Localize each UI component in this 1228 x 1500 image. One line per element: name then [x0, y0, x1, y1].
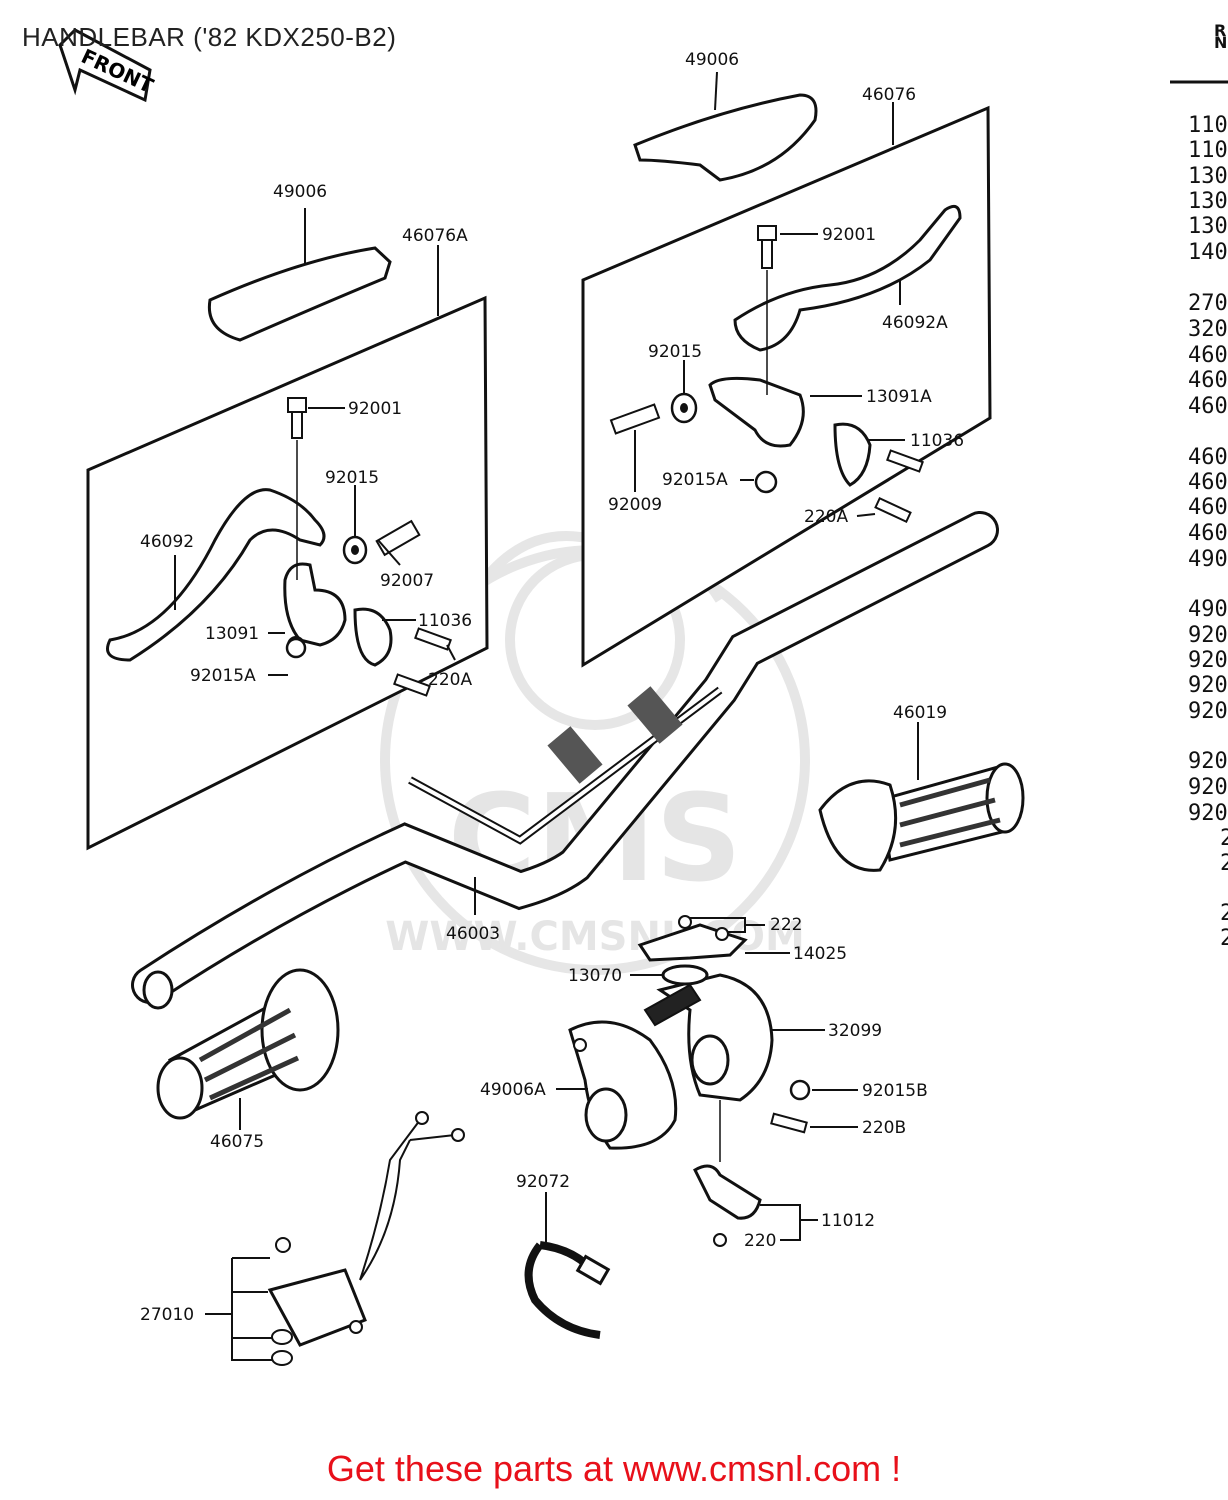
throttle-cover-49006A [556, 1020, 678, 1150]
label-92015A-right: 92015A [662, 470, 728, 490]
label-92001-left: 92001 [348, 399, 402, 419]
label-11036-right: 11036 [910, 431, 964, 451]
handlebar-46003 [131, 511, 999, 1010]
hand-guard-49006-left [207, 208, 392, 342]
label-222: 222 [770, 915, 802, 935]
label-11036-left: 11036 [418, 611, 472, 631]
label-49006-right: 49006 [685, 50, 739, 70]
label-92001-right: 92001 [822, 225, 876, 245]
ref-number-column: 1101101301301301402703204604604604604604… [1188, 113, 1228, 951]
label-220: 220 [744, 1231, 776, 1251]
label-46092A: 46092A [882, 313, 948, 333]
ref-number: 920 [1188, 801, 1228, 826]
ref-number: 490 [1188, 597, 1228, 622]
adjuster-92009 [609, 403, 661, 492]
nut-92015A-right [754, 470, 778, 494]
label-32099: 32099 [828, 1021, 882, 1041]
ref-number: 270 [1188, 291, 1228, 316]
label-92009: 92009 [608, 495, 662, 515]
label-46003: 46003 [446, 924, 500, 944]
label-220B: 220B [862, 1118, 906, 1138]
ref-number: 320 [1188, 317, 1228, 342]
screw-222 [678, 915, 765, 941]
label-92015A-left: 92015A [190, 666, 256, 686]
label-220A-right: 220A [804, 507, 848, 527]
label-13091: 13091 [205, 624, 259, 644]
ref-number: 460 [1188, 394, 1228, 419]
ref-header-r: R [1214, 21, 1226, 40]
ref-number: 460 [1188, 521, 1228, 546]
label-92007: 92007 [380, 571, 434, 591]
nut-92015B [789, 1079, 858, 1101]
ref-number: 920 [1188, 623, 1228, 648]
label-49006-left: 49006 [273, 182, 327, 202]
ref-number: 920 [1188, 775, 1228, 800]
locknut-92015-left [342, 485, 368, 565]
ref-number: 2 [1220, 901, 1228, 926]
bolt-92001-right [757, 225, 777, 395]
label-13091A: 13091A [866, 387, 932, 407]
ref-number: 490 [1188, 547, 1228, 572]
label-46092: 46092 [140, 532, 194, 552]
label-46075: 46075 [210, 1132, 264, 1152]
ref-number: 460 [1188, 470, 1228, 495]
ref-number: 130 [1188, 189, 1228, 214]
screw-220B [770, 1112, 858, 1134]
label-27010: 27010 [140, 1305, 194, 1325]
washer-13070 [630, 964, 709, 986]
label-92072: 92072 [516, 1172, 570, 1192]
grip-46019 [818, 722, 1025, 872]
ref-number: 2 [1220, 826, 1228, 851]
strap-92072 [524, 1192, 611, 1339]
ref-number: 460 [1188, 368, 1228, 393]
screw-220A-left [393, 627, 452, 697]
label-220A-left: 220A [428, 670, 472, 690]
footer-cta-link[interactable]: Get these parts at www.cmsnl.com ! [326, 1448, 902, 1489]
label-92015-left: 92015 [325, 468, 379, 488]
kill-switch-27010 [205, 1111, 465, 1366]
grip-46075 [156, 968, 340, 1130]
label-49006A: 49006A [480, 1080, 546, 1100]
screw-220A-right [874, 449, 924, 524]
ref-number: 130 [1188, 214, 1228, 239]
ref-number: 140 [1188, 240, 1228, 265]
right-lever-panel [581, 102, 992, 668]
ref-number: 110 [1188, 113, 1228, 138]
label-92015-right: 92015 [648, 342, 702, 362]
ref-number: 130 [1188, 164, 1228, 189]
label-46019: 46019 [893, 703, 947, 723]
ref-number: 460 [1188, 495, 1228, 520]
label-13070: 13070 [568, 966, 622, 986]
label-46076A: 46076A [402, 226, 468, 246]
ref-number: 460 [1188, 343, 1228, 368]
ref-number: 920 [1188, 749, 1228, 774]
nut-92015A-left [285, 637, 307, 659]
ref-number: 110 [1188, 138, 1228, 163]
part-labels: 49006 46076 49006 46076A 92001 46092A 92… [140, 50, 964, 1325]
ref-number: 920 [1188, 699, 1228, 724]
leader-lines [268, 233, 905, 676]
bracket-11012 [693, 1100, 818, 1247]
label-92015B: 92015B [862, 1081, 928, 1101]
ref-number: 920 [1188, 673, 1228, 698]
label-46076: 46076 [862, 85, 916, 105]
clutch-lever-46092 [106, 488, 326, 662]
ref-number: 920 [1188, 648, 1228, 673]
ref-number: 2 [1220, 851, 1228, 876]
ref-header-n: N [1214, 33, 1227, 52]
page-title: HANDLEBAR ('82 KDX250-B2) [22, 22, 397, 52]
throttle-housing-32099 [643, 973, 825, 1102]
adjuster-92007 [375, 519, 421, 557]
ref-number: 2 [1220, 926, 1228, 951]
label-14025: 14025 [793, 944, 847, 964]
bolt-92001-left [287, 397, 307, 580]
locknut-92015-right [670, 360, 698, 424]
hand-guard-49006-right [633, 71, 818, 182]
ref-number: 460 [1188, 445, 1228, 470]
label-11012: 11012 [821, 1211, 875, 1231]
